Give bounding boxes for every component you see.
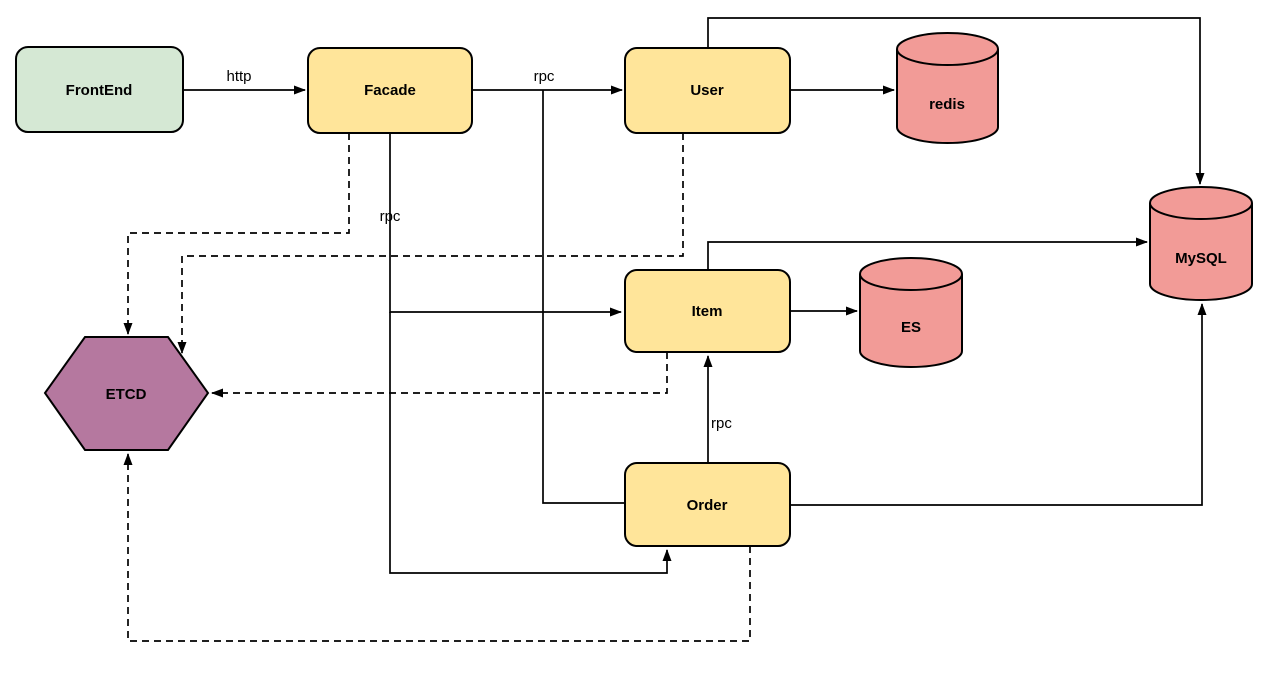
edge-order-mysql [790,303,1207,506]
es-label: ES [901,319,921,336]
redis-cylinder-rim [896,48,999,66]
node-item[interactable]: Item [624,269,791,353]
edge-facade-order-left [542,90,625,504]
edge-order-etcd [123,453,751,642]
es-cylinder-rim [859,273,963,291]
edge-label-http: http [226,68,251,85]
edge-labels: http rpc rpc rpc [226,68,732,432]
user-label: User [690,82,724,99]
etcd-hexagon[interactable] [43,336,210,451]
frontend-label: FrontEnd [66,82,133,99]
order-label: Order [687,497,728,514]
node-facade[interactable]: Facade [307,47,473,134]
item-label: Item [692,303,723,320]
edge-facade-order-bottom [389,312,672,574]
mysql-label: MySQL [1175,250,1227,267]
edge-item-etcd [211,352,668,398]
edges [123,17,1207,642]
edge-facade-etcd [123,133,350,335]
es-cylinder[interactable] [859,257,963,368]
edge-label-rpc-facade-down: rpc [380,208,401,225]
mysql-cylinder[interactable] [1149,186,1253,301]
redis-label: redis [929,96,965,113]
edge-facade-item [389,133,622,317]
redis-cylinder[interactable] [896,32,999,144]
node-user[interactable]: User [624,47,791,134]
node-etcd[interactable]: ETCD [43,336,210,451]
node-es[interactable]: ES [859,257,963,368]
facade-label: Facade [364,82,416,99]
node-redis[interactable]: redis [896,32,999,144]
edge-label-rpc-facade-user: rpc [534,68,555,85]
edge-user-etcd [177,133,684,354]
etcd-label: ETCD [106,386,147,403]
node-frontend[interactable]: FrontEnd [15,46,184,133]
node-order[interactable]: Order [624,462,791,547]
edge-user-mysql [707,17,1205,185]
edge-item-mysql [707,237,1148,270]
mysql-cylinder-rim [1149,202,1253,220]
node-mysql[interactable]: MySQL [1149,186,1253,301]
edge-label-rpc-order-item: rpc [711,415,732,432]
